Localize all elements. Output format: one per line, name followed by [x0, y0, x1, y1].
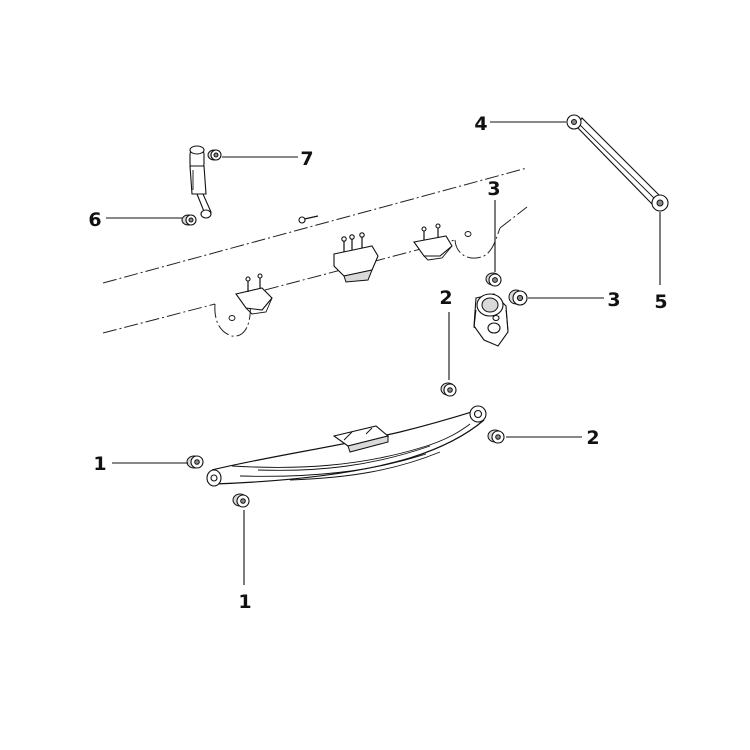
callout-3-right: 3	[607, 289, 620, 311]
shackle-upper-bushing	[485, 272, 502, 287]
callout-6: 6	[88, 209, 101, 231]
bump-stop-bracket	[333, 232, 379, 283]
callout-1-bottom: 1	[238, 591, 251, 613]
spring-front-lower-bushing	[232, 493, 250, 508]
callout-5: 5	[654, 291, 667, 313]
spring-rear-upper-bushing	[440, 382, 457, 397]
spring-front-upper-bushing	[186, 455, 204, 469]
shackle-side-bushing	[508, 289, 528, 306]
callout-3-upper: 3	[487, 178, 500, 200]
callout-2-upper: 2	[439, 287, 452, 309]
rear-mount-bracket	[413, 223, 453, 261]
lateral-rod	[566, 114, 669, 212]
leader-lines	[106, 121, 661, 585]
spring-shackle	[473, 293, 509, 347]
callout-4: 4	[474, 113, 487, 135]
spring-rear-side-bushing	[487, 429, 505, 444]
shock-absorber	[189, 145, 212, 219]
callout-1-left: 1	[93, 453, 106, 475]
leaf-spring	[206, 405, 487, 487]
callout-7: 7	[300, 148, 313, 170]
shock-upper-bushing	[207, 149, 222, 161]
front-mount-bracket	[235, 273, 273, 315]
frame-rail	[102, 167, 528, 337]
callout-2-right: 2	[586, 427, 599, 449]
shock-lower-bushing	[181, 214, 197, 226]
